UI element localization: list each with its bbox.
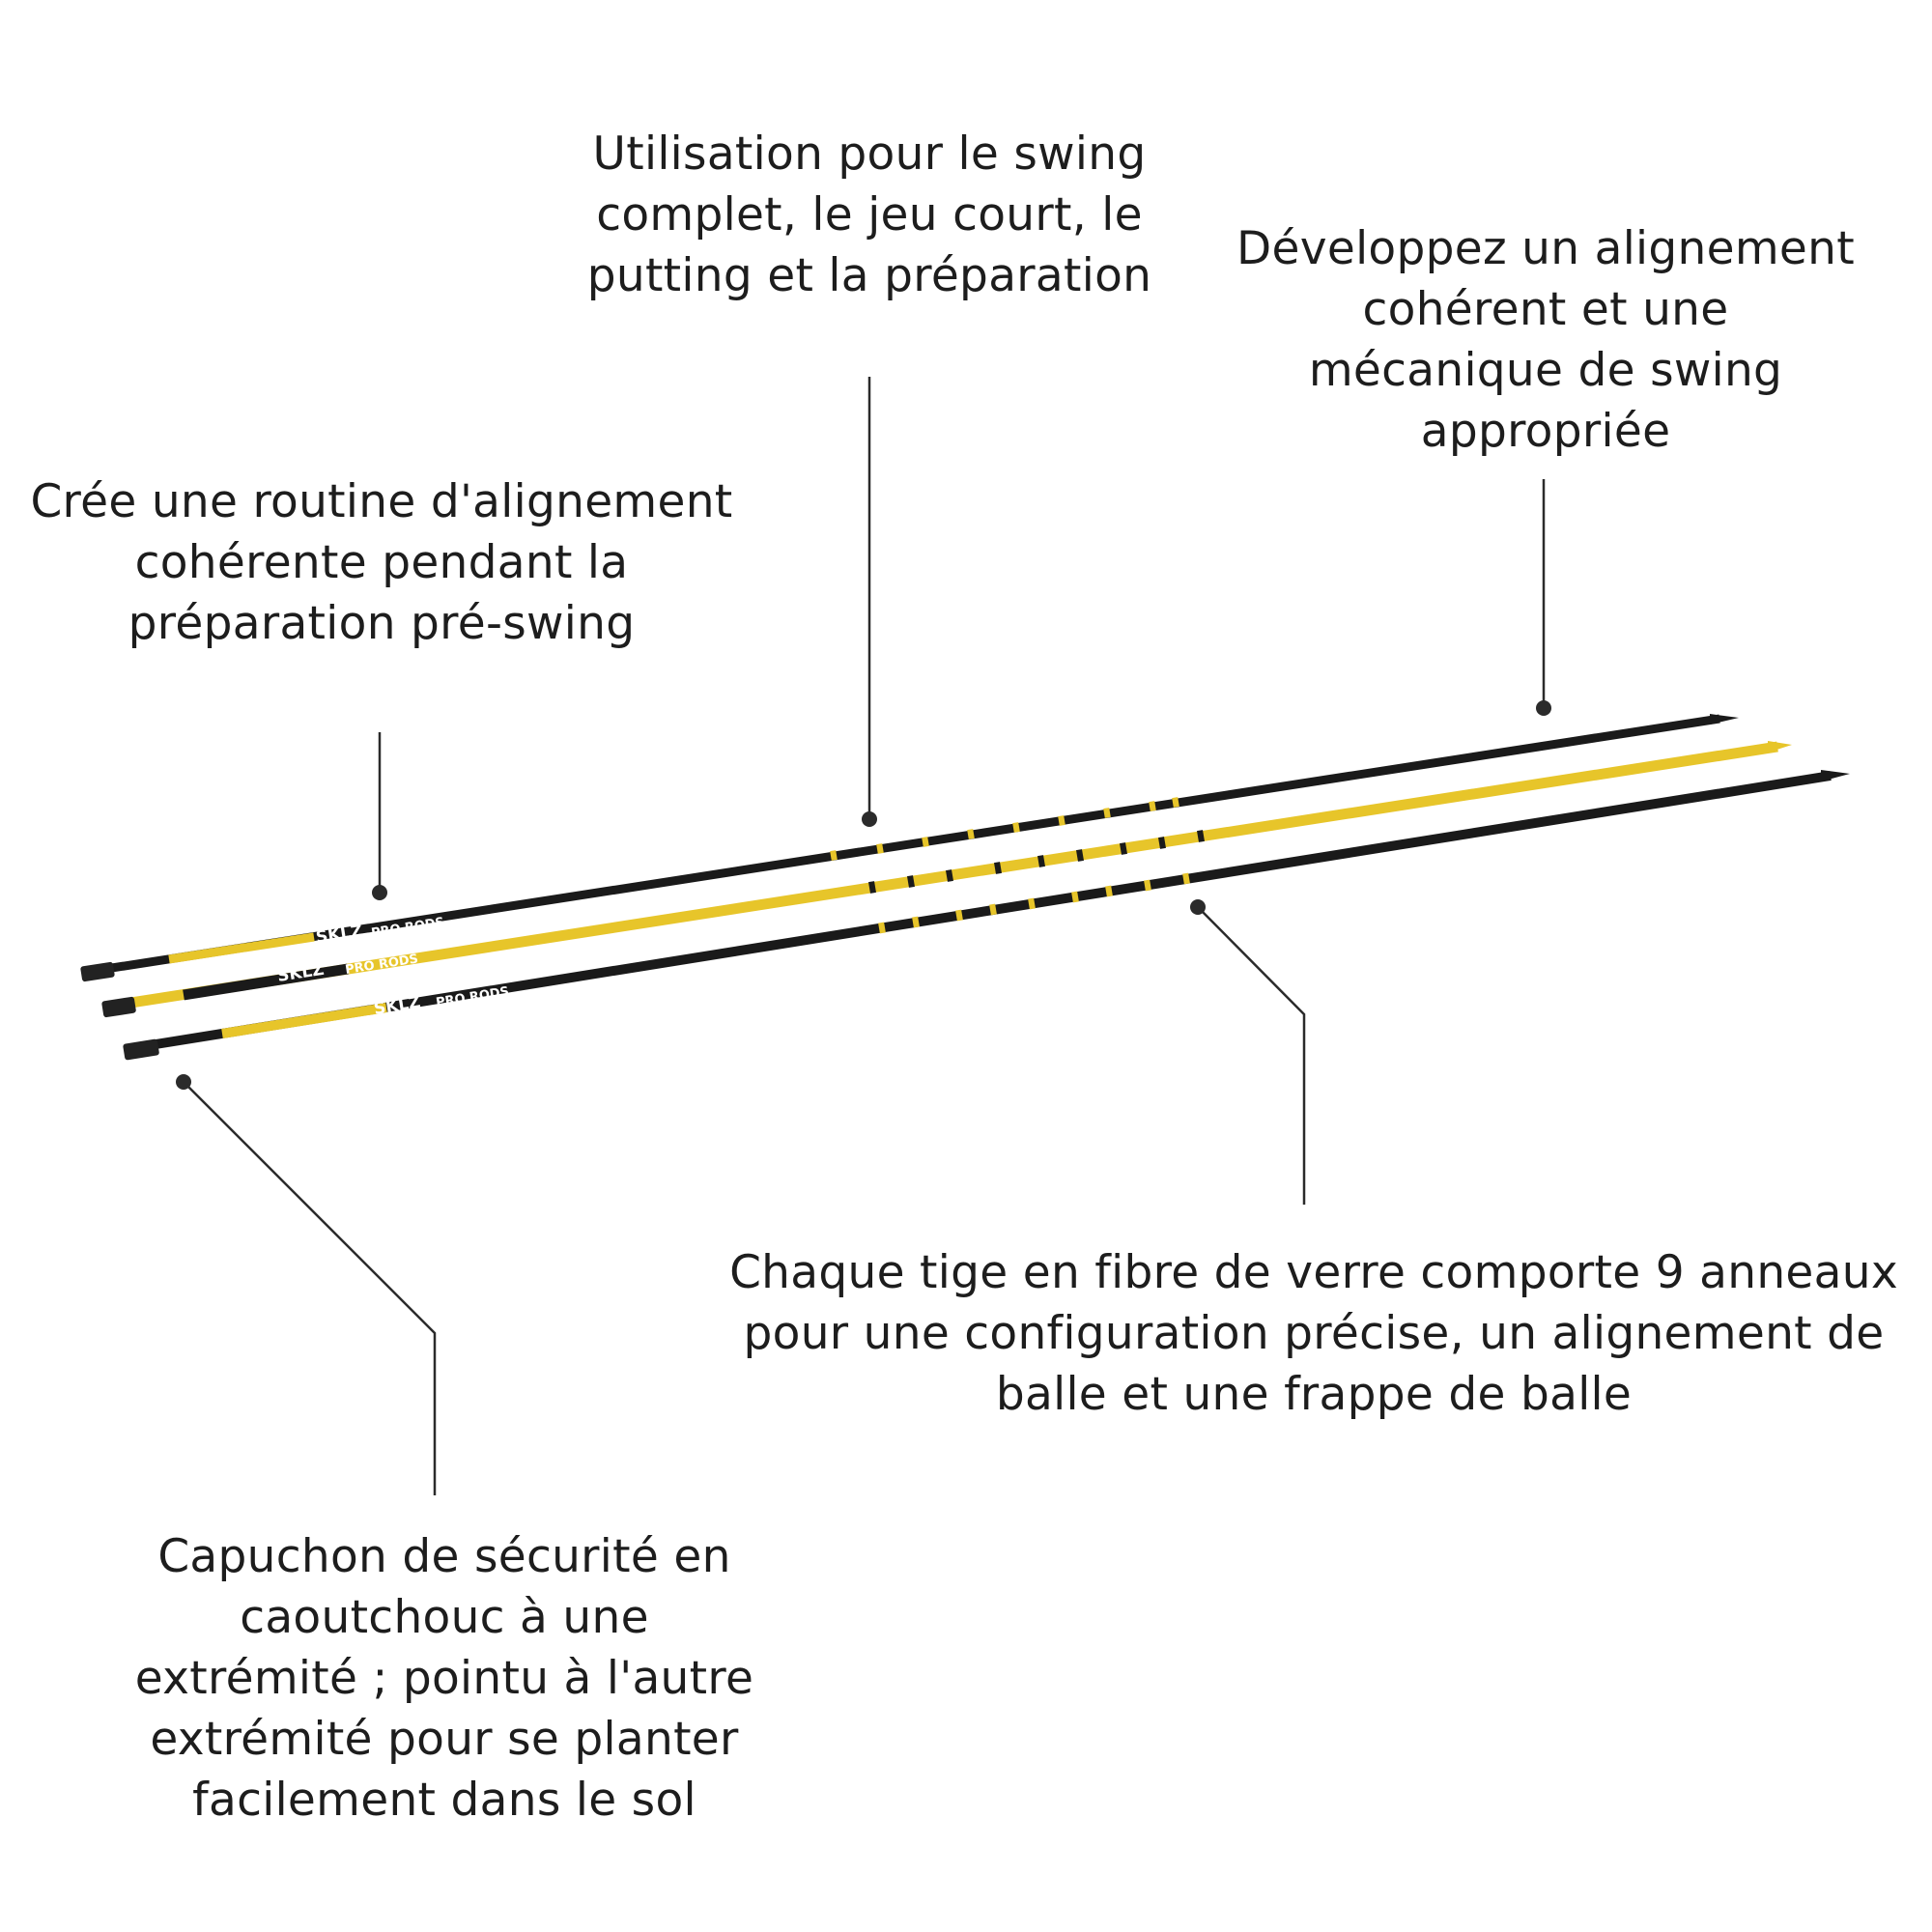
dot-alignment-mechanics [1536, 700, 1551, 716]
dot-rings [1190, 899, 1206, 915]
rod-bottom-black [123, 770, 1850, 1061]
rubber-cap-bottom [123, 1038, 159, 1061]
leader-safety-cap [183, 1081, 437, 1495]
rubber-cap-top [80, 961, 115, 982]
dot-routine [372, 885, 387, 900]
callout-alignment-mechanics: Développez un alignement cohérent et une… [1236, 222, 1855, 458]
rod-top-black [80, 714, 1739, 982]
callout-swing-usage: Utilisation pour le swing complet, le je… [586, 128, 1152, 302]
brand-mark-middle: SKLZ [276, 960, 326, 986]
rod-middle-yellow [101, 741, 1792, 1018]
model-mark-middle: PRO RODS [344, 952, 419, 978]
brand-mark-bottom: SKLZ [373, 993, 422, 1019]
leader-rings [1197, 906, 1306, 1205]
brand-mark-top: SKLZ [315, 922, 364, 948]
dot-swing-usage [862, 811, 877, 827]
callout-routine: Crée une routine d'alignement cohérente … [30, 475, 733, 650]
callout-rings: Chaque tige en fibre de verre comporte 9… [729, 1246, 1898, 1421]
rubber-cap-middle [101, 996, 136, 1018]
model-mark-bottom: PRO RODS [435, 984, 510, 1010]
callout-safety-cap: Capuchon de sécurité en caoutchouc à une… [134, 1530, 754, 1827]
dot-safety-cap [176, 1074, 191, 1090]
